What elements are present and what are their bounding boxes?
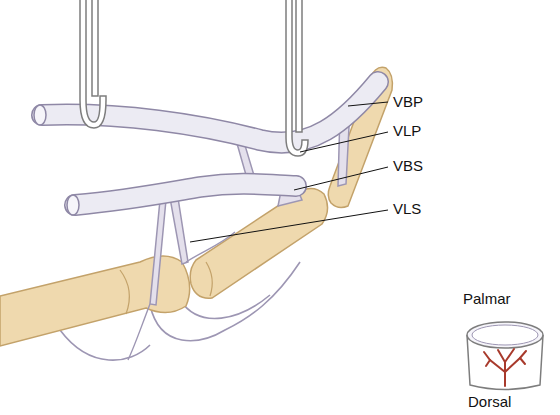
- vinculum-label: VBS: [393, 157, 423, 175]
- vinculum-label: VBP: [393, 93, 423, 111]
- orientation-label: Dorsal: [468, 393, 511, 411]
- vinculum-label: VLS: [393, 200, 421, 218]
- orientation-label: Palmar: [463, 290, 511, 308]
- vinculum-label: VLP: [393, 122, 421, 140]
